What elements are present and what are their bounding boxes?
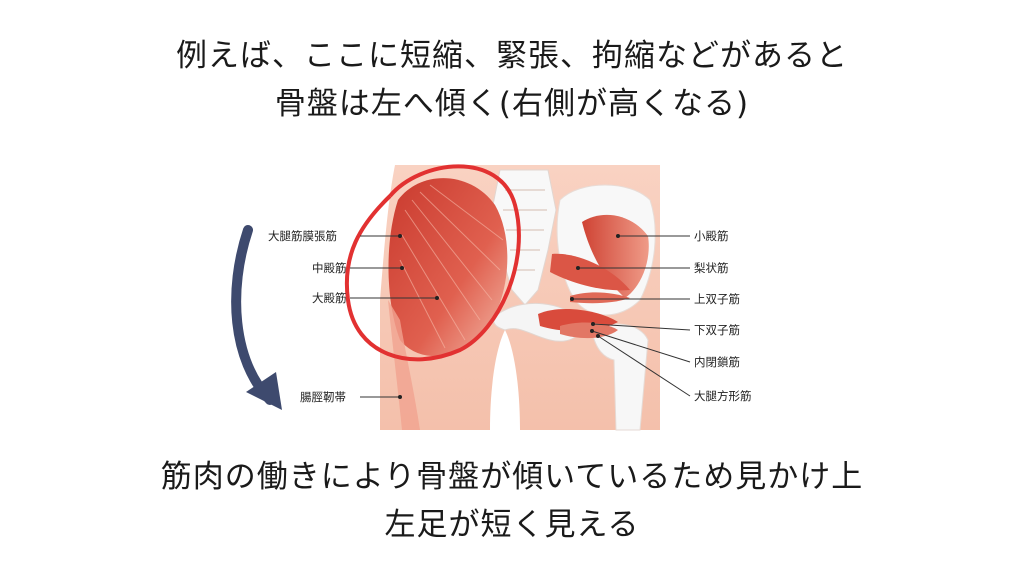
- label-piriformis: 梨状筋: [694, 261, 729, 275]
- label-gemellus-superior: 上双子筋: [694, 292, 740, 306]
- arrow-head: [246, 372, 282, 410]
- sacral-ridges: [503, 189, 547, 271]
- label-gluteus-maximus: 大殿筋: [312, 291, 347, 305]
- label-iliotibial-band: 腸脛靭帯: [300, 390, 346, 404]
- label-gluteus-medius: 中殿筋: [312, 261, 347, 275]
- label-gemellus-inferior: 下双子筋: [694, 323, 740, 337]
- caption-line-2: 左足が短く見える: [384, 507, 640, 543]
- label-tensor-fasciae-latae: 大腿筋膜張筋: [268, 229, 337, 243]
- label-obturator-internus: 内閉鎖筋: [694, 355, 740, 369]
- caption-line-1: 筋肉の働きにより骨盤が傾いているため見かけ上: [160, 459, 864, 495]
- heading-line-2: 骨盤は左へ傾く(右側が高くなる): [274, 86, 750, 122]
- highlight-circle: [344, 164, 521, 362]
- piriformis-shape: [550, 253, 630, 291]
- iliotibial-band: [388, 300, 420, 430]
- label-quadratus-femoris: 大腿方形筋: [694, 389, 752, 403]
- label-gluteus-minimus: 小殿筋: [694, 229, 729, 243]
- muscle-fibers: [399, 184, 504, 349]
- tilt-arrow: [231, 225, 275, 405]
- gemellus-superior-shape: [570, 292, 630, 304]
- heading-line-1: 例えば、ここに短縮、緊張、拘縮などがあると: [176, 38, 848, 74]
- gluteus-maximus: [388, 178, 508, 357]
